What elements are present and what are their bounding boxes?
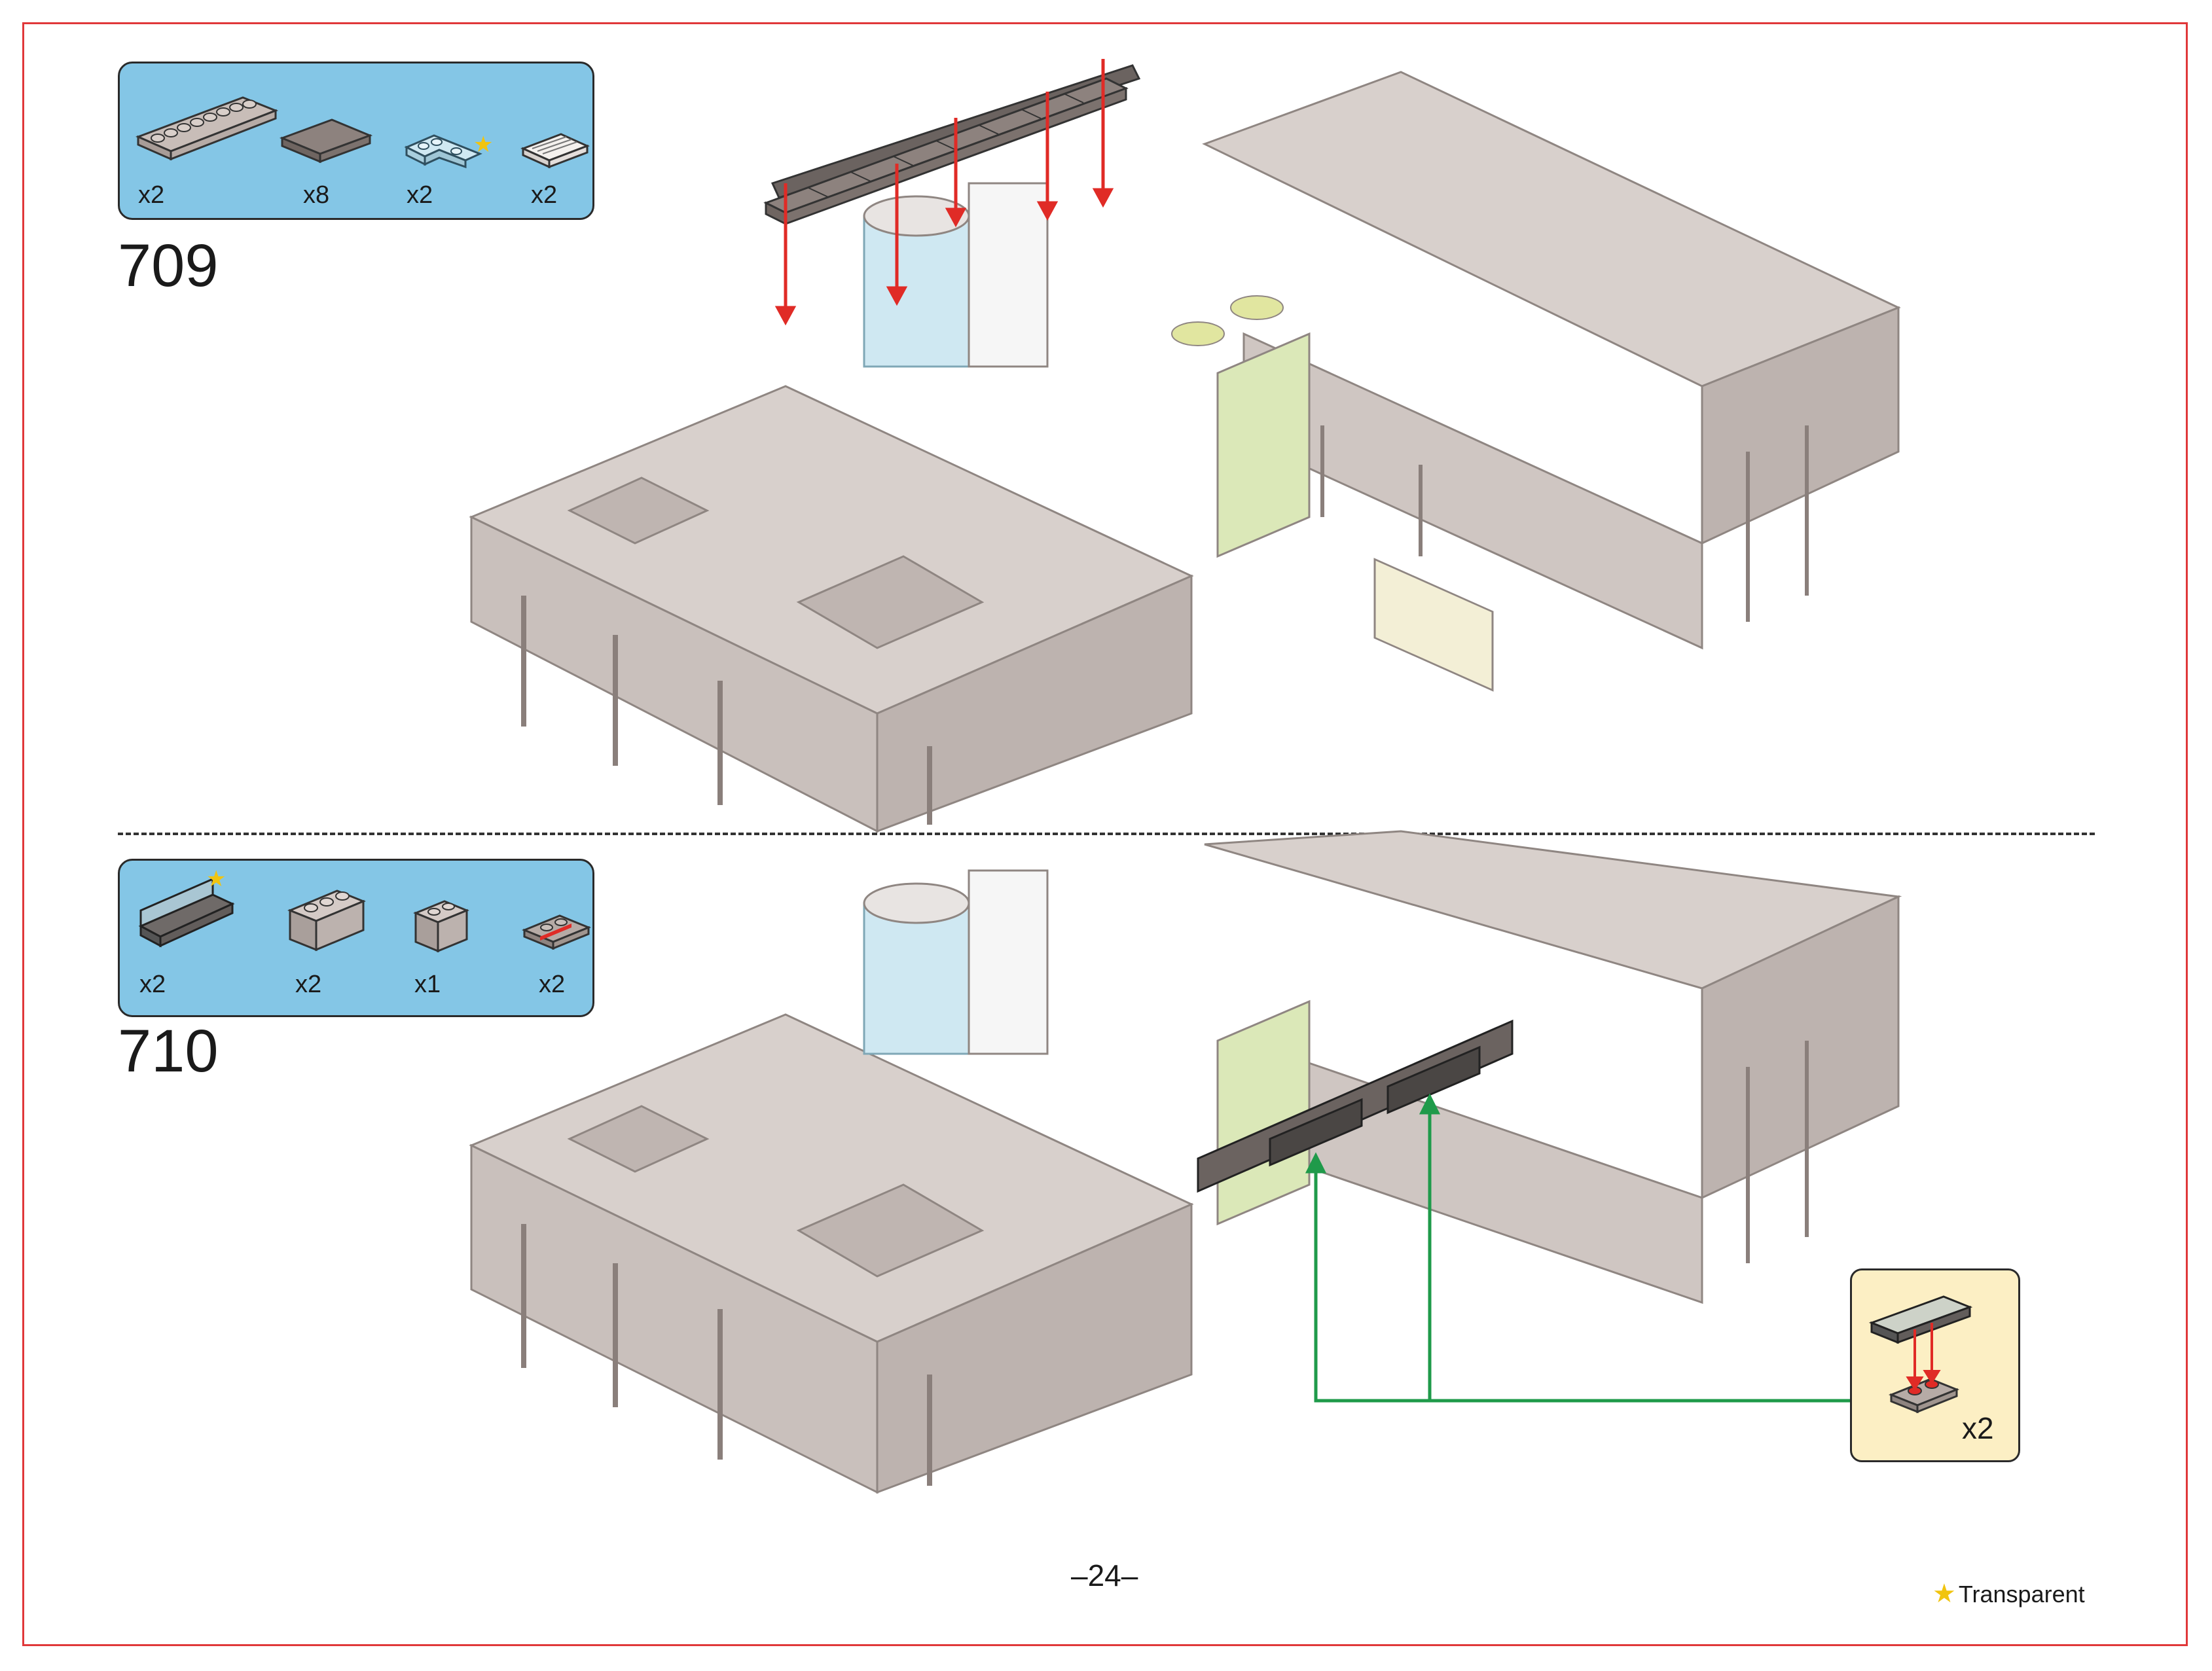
part-qty: x1 — [414, 971, 441, 998]
panel-on-plate-icon — [1868, 1295, 1973, 1414]
transparent-star-icon: ★ — [473, 132, 494, 157]
callout-qty: x2 — [1962, 1411, 1994, 1445]
step-divider — [118, 833, 2095, 835]
part-qty: x2 — [407, 181, 433, 209]
transparent-star-icon: ★ — [206, 867, 227, 891]
tile-row-with-arrows — [763, 59, 1129, 326]
model-illustration-step-710 — [469, 830, 1902, 1494]
grille-tile-icon — [520, 133, 590, 169]
tile-2x3-icon — [279, 118, 373, 164]
step-number: 710 — [118, 1018, 219, 1085]
page-border — [22, 22, 2188, 1646]
plate-1x8-icon — [136, 96, 279, 161]
part-qty: x2 — [295, 971, 322, 998]
parts-list-step-710: ★ x2 x2 x1 x — [118, 859, 594, 1017]
part-qty: x2 — [531, 181, 558, 209]
subassembly-callout: x2 — [1850, 1268, 2020, 1462]
corner-plate-icon — [404, 134, 482, 169]
part-qty: x2 — [539, 971, 566, 998]
part-qty: x2 — [139, 971, 166, 998]
brick-1x2-icon — [413, 900, 469, 953]
part-qty: x2 — [138, 181, 165, 209]
step-number: 709 — [118, 232, 219, 299]
transparent-legend: ★Transparent — [1932, 1579, 2085, 1609]
transparent-star-icon: ★ — [1932, 1579, 1956, 1608]
plate-rail-icon — [522, 914, 591, 950]
panel-1x4-icon — [138, 877, 235, 948]
page-number: –24– — [1071, 1558, 1138, 1592]
model-illustration-step-709 — [469, 64, 1901, 833]
legend-label: Transparent — [1958, 1581, 2085, 1608]
brick-1x3-icon — [287, 889, 366, 952]
parts-list-step-709: x2 x8 ★ x2 x2 — [118, 62, 594, 220]
part-qty: x8 — [303, 181, 330, 209]
